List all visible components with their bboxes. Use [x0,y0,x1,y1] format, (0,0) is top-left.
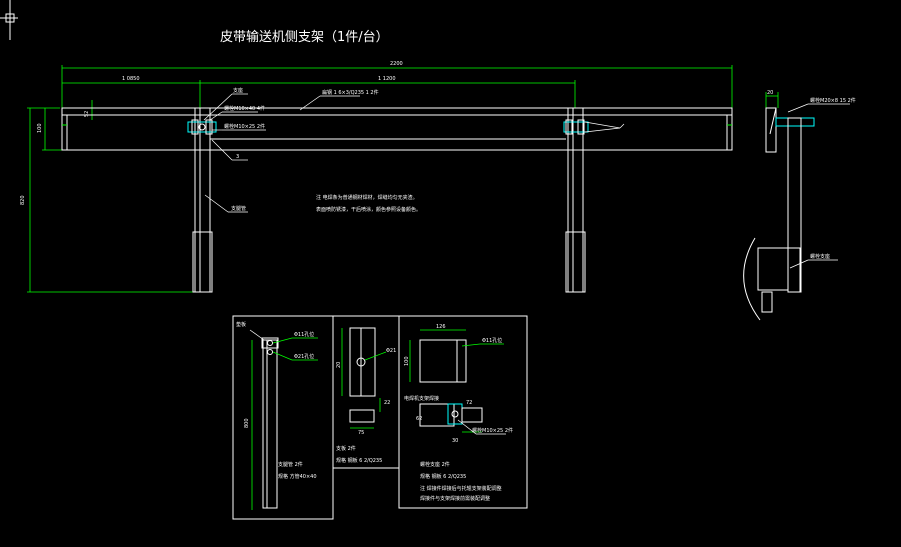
detail-leg-label-top: 垫板 [236,321,246,328]
ucs-crosshair-icon [0,0,18,40]
label-bolt-top: 螺栓M10×40 4件 [224,105,265,112]
detail-panel-leg [232,315,334,520]
detail-leg-label-hole2: Φ21孔位 [294,353,314,360]
main-beam-frame [61,107,733,151]
detail-seat-label-weld: 电焊机支架焊接 [404,395,439,402]
side-dim-top: 20 [767,90,773,96]
left-bolt-cluster [187,119,217,135]
detail-seat-dim-w: 126 [436,324,446,330]
detail-seat-label-bolt: 螺栓M10×25 2件 [472,427,513,434]
right-bolt-cluster [563,119,589,135]
detail-plate-dim-hole: Φ21 [386,348,396,354]
detail-leg-dim-len: 800 [244,418,250,428]
left-support-leg [194,107,211,293]
note-line-1: 注 电焊条为普通钢材焊材，焊缝均匀无夹渣。 [316,194,418,201]
detail-seat-dim-b: 72 [466,400,472,406]
right-support-leg [567,107,584,293]
detail-panel-bolt-seat [398,315,528,509]
detail-leg-label-hole1: Φ11孔位 [294,331,314,338]
detail-plate-dim-w: 75 [358,430,364,436]
side-view: 20 螺栓M20×8 15 2件 螺栓支座 [743,90,856,321]
label-weld: 3 [236,154,239,160]
detail-seat-label-part1: 螺栓支座 2件 [420,461,450,468]
detail-seat-note1: 注 焊接件焊接后与托辊支架装配调整 [420,485,502,492]
dim-height-text: 820 [20,195,26,205]
detail-leg-label-pipe1: 支腿管 2件 [278,461,303,468]
detail-seat-dim-h: 100 [404,356,410,366]
detail-seat-dim-a: 62 [416,416,422,422]
label-leg: 支腿管 [231,205,246,212]
detail-seat-label-part2: 规格 钢板 6 2/Q235 [420,473,466,480]
notes-block: 注 电焊条为普通钢材焊材，焊缝均匀无夹渣。 表面喷防锈漆，干后喷涂，颜色参照设备… [316,194,421,213]
detail-plate-label-part2: 规格 钢板 6 2/Q235 [336,457,382,464]
side-flange [765,107,777,153]
label-bracket: 支座 [233,87,243,94]
drawing-title: 皮带输送机侧支架（1件/台） [220,29,389,45]
detail-seat-label-hole: Φ11孔位 [482,337,502,344]
detail-plate-dim-small: 22 [384,400,390,406]
dim-beam-text: 100 [37,123,43,133]
detail-leg-label-pipe2: 规格 方管40×40 [278,473,317,480]
detail-plate-label-part1: 支板 2件 [336,445,356,452]
side-detail-bracket [757,247,789,291]
side-detail-label: 螺栓支座 [810,253,830,260]
note-line-2: 表面喷防锈漆，干后喷涂，颜色参照设备颜色。 [316,206,421,213]
detail-panels: 800 垫板 Φ11孔位 Φ21孔位 支腿管 2件 规格 方管40×40 20 … [232,315,528,520]
dim-small-text: 52 [84,111,90,117]
dim-total-text: 2200 [390,61,403,67]
label-flat-bar: 扁钢 1 6×3/Q235 1 2件 [322,89,379,96]
detail-seat-note2: 焊接件与支架焊接前需装配调整 [420,495,490,502]
dim-left-text: 1 0850 [122,76,140,82]
detail-seat-dim-c: 30 [452,438,458,444]
detail-plate-dim-h: 20 [336,362,342,368]
side-label-bolt: 螺栓M20×8 15 2件 [810,97,856,104]
main-front-view: 2200 1 0850 1 1200 820 100 52 [20,61,733,293]
label-bolt-mid: 螺栓M10×25 2件 [224,123,265,130]
dim-right-text: 1 1200 [378,76,396,82]
